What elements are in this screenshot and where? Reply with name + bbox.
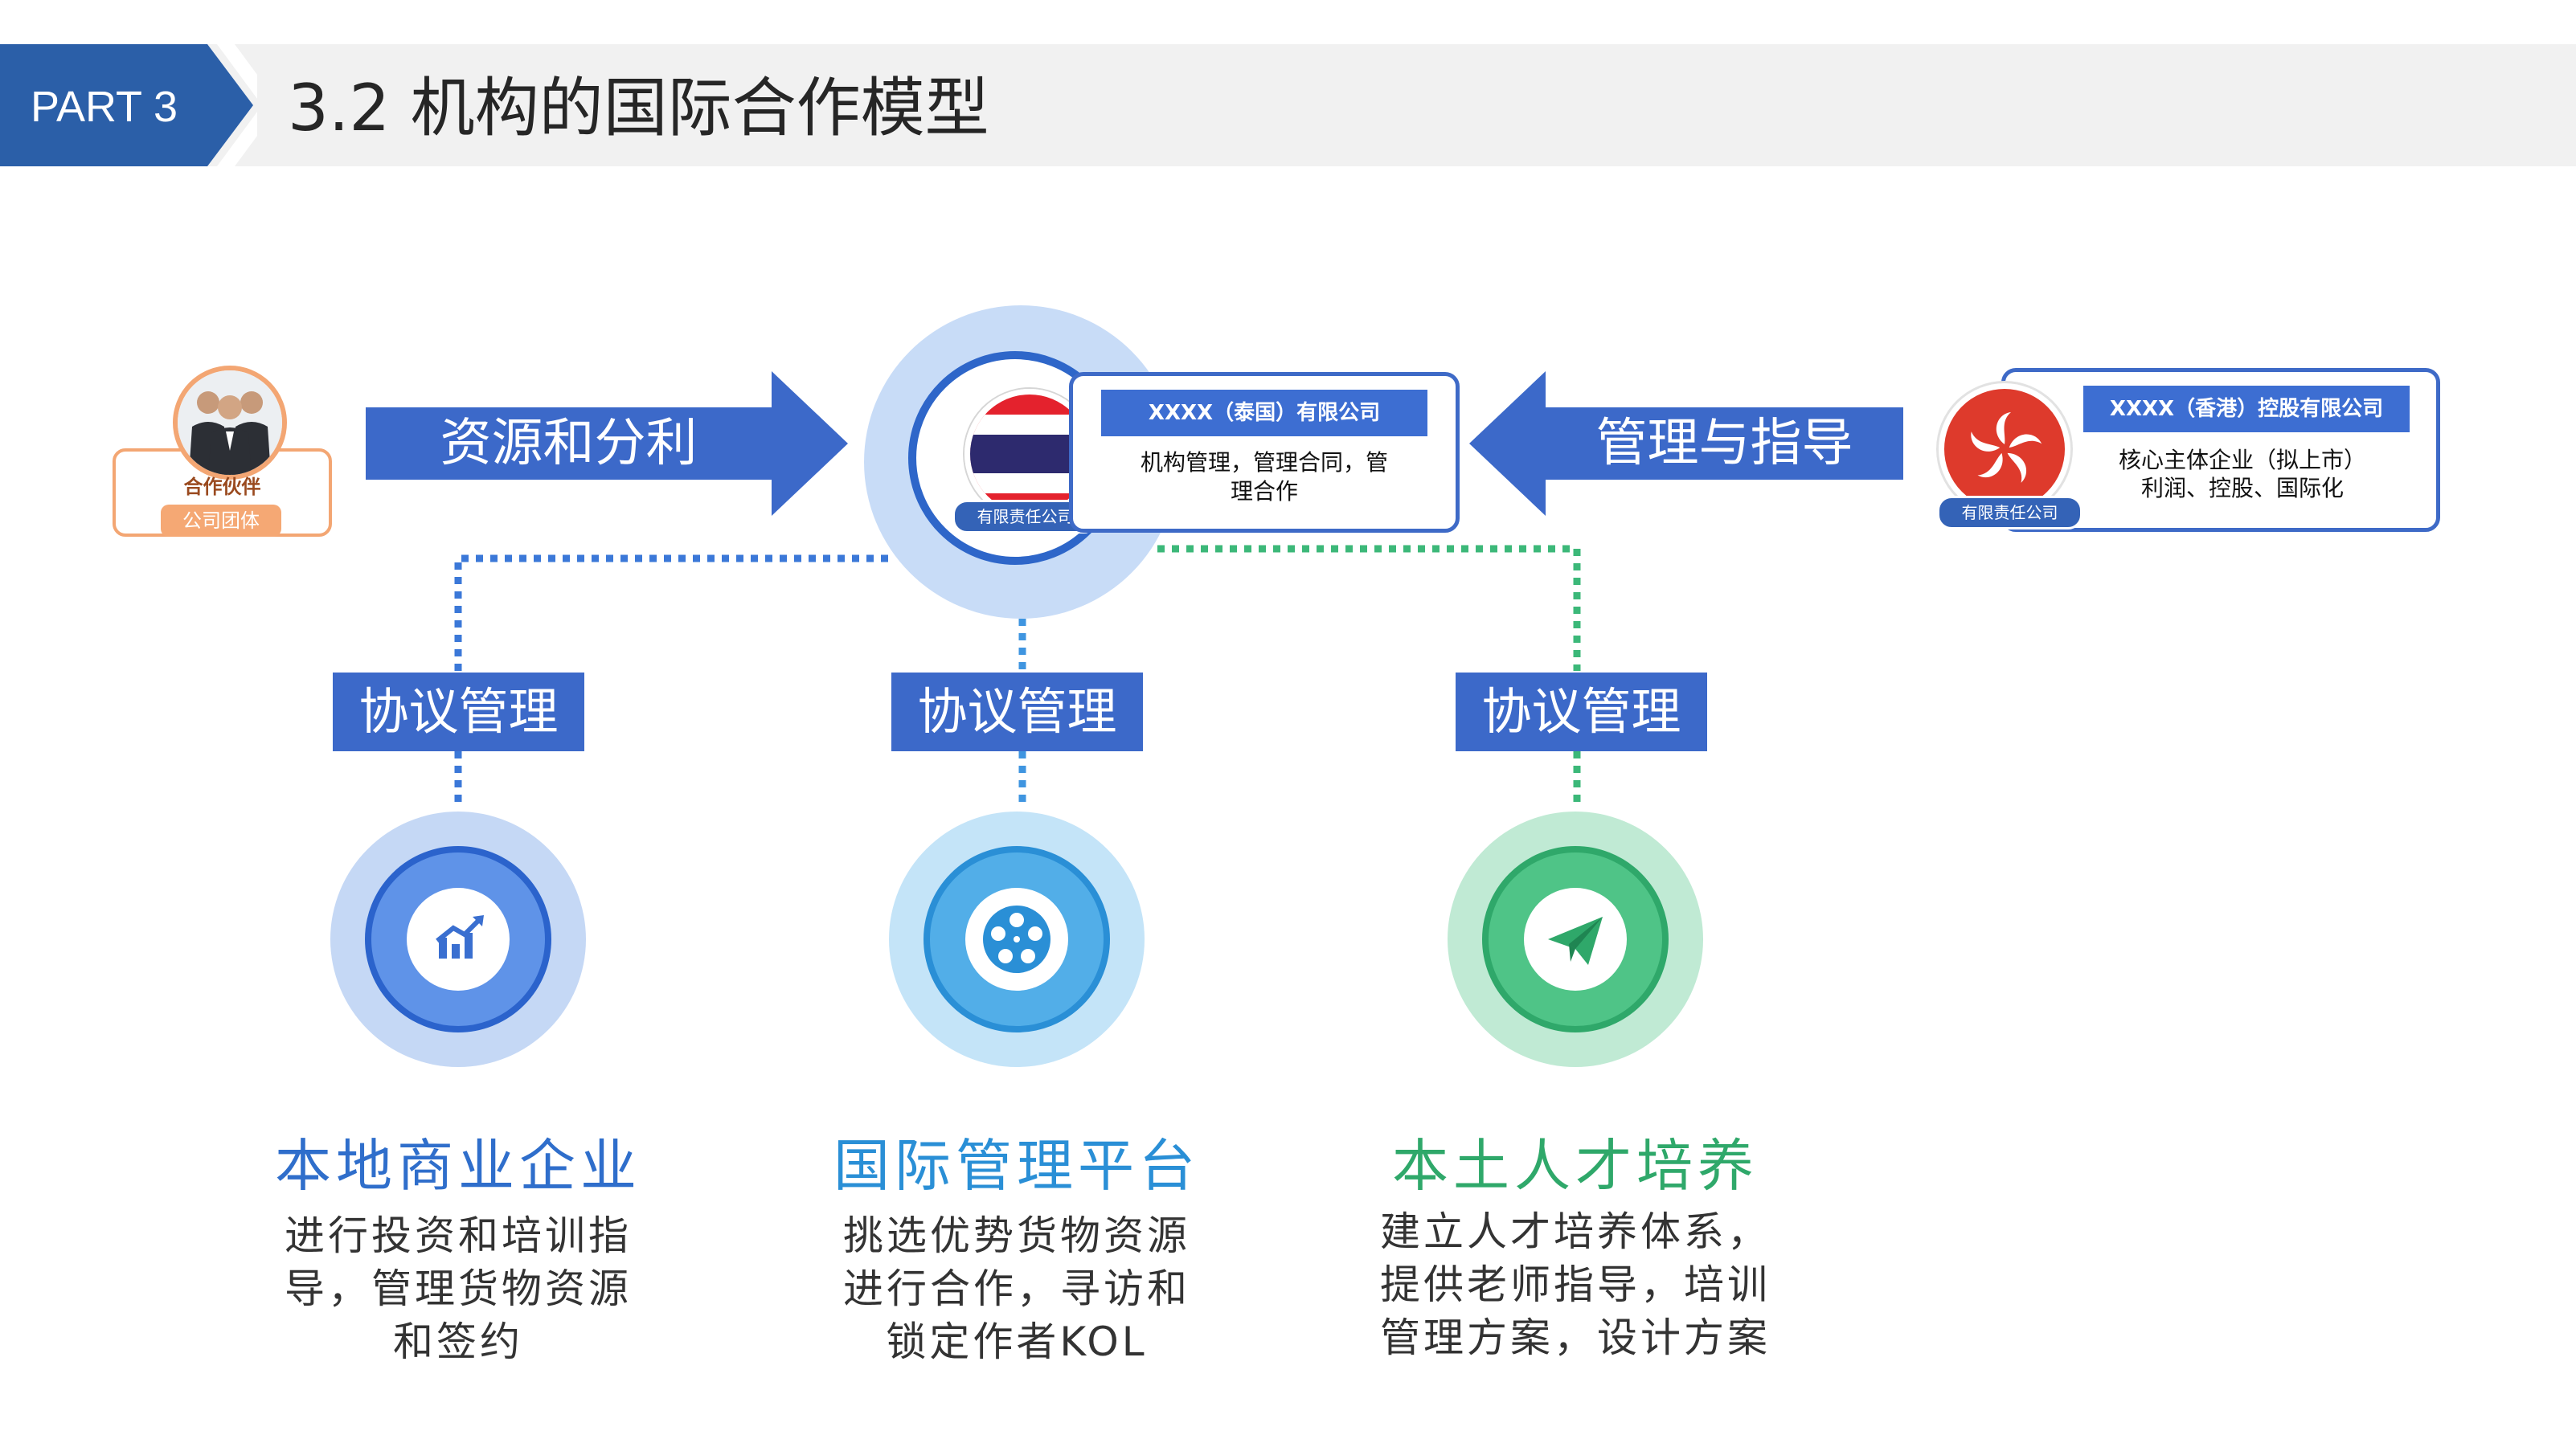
partner-avatar xyxy=(173,366,287,480)
node-local-business-desc-3: 和签约 xyxy=(393,1319,523,1365)
agreement-box-right: 协议管理 xyxy=(1456,673,1707,751)
center-company-desc-1: 机构管理，管理合同，管 xyxy=(1140,449,1388,476)
node-intl-platform-desc-3: 锁定作者KOL xyxy=(886,1319,1148,1365)
left-arrow-label: 资源和分利 xyxy=(440,414,698,473)
connector-right xyxy=(1157,545,1581,671)
left-arrow-shape xyxy=(366,371,848,516)
header-bar xyxy=(0,44,2576,166)
paper-plane-icon xyxy=(1524,888,1627,991)
center-company-desc-2: 理合作 xyxy=(1230,478,1298,505)
node-local-business-desc-2: 导，管理货物资源 xyxy=(285,1265,632,1312)
center-company-name: XXXX（泰国）有限公司 xyxy=(1101,390,1427,436)
connector-left xyxy=(454,554,888,671)
node-intl-platform-desc-2: 进行合作，寻访和 xyxy=(843,1265,1190,1312)
node-talent-desc-1: 建立人才培养体系， xyxy=(1380,1208,1771,1255)
node-local-business-desc-1: 进行投资和培训指 xyxy=(285,1212,632,1259)
partner-tag: 公司团体 xyxy=(161,505,281,537)
part-label: PART 3 xyxy=(31,83,178,131)
right-arrow-shape xyxy=(1469,371,1903,516)
node-intl-platform-desc-1: 挑选优势货物资源 xyxy=(843,1212,1190,1259)
node-talent-title: 本土人才培养 xyxy=(1392,1133,1759,1199)
chart-growth-icon xyxy=(407,888,510,991)
partner-name: 合作伙伴 xyxy=(183,476,261,498)
film-reel-icon xyxy=(965,888,1068,991)
node-talent-desc-2: 提供老师指导，培训 xyxy=(1380,1261,1771,1308)
agreement-box-left: 协议管理 xyxy=(333,673,584,751)
hk-company-name: XXXX（香港）控股有限公司 xyxy=(2083,386,2410,432)
page-title: 3.2 机构的国际合作模型 xyxy=(288,71,989,145)
right-arrow-label: 管理与指导 xyxy=(1595,414,1853,473)
node-talent-desc-3: 管理方案，设计方案 xyxy=(1380,1314,1771,1361)
hk-company-desc-1: 核心主体企业（拟上市） xyxy=(2118,447,2366,473)
part-tag-shape xyxy=(0,44,257,166)
agreement-box-middle: 协议管理 xyxy=(891,673,1143,751)
node-intl-platform-title: 国际管理平台 xyxy=(833,1133,1200,1199)
hk-company-tag: 有限责任公司 xyxy=(1937,496,2083,529)
team-people-icon xyxy=(178,370,282,475)
hk-company-desc-2: 利润、控股、国际化 xyxy=(2140,475,2344,501)
node-local-business-title: 本地商业企业 xyxy=(275,1133,641,1199)
